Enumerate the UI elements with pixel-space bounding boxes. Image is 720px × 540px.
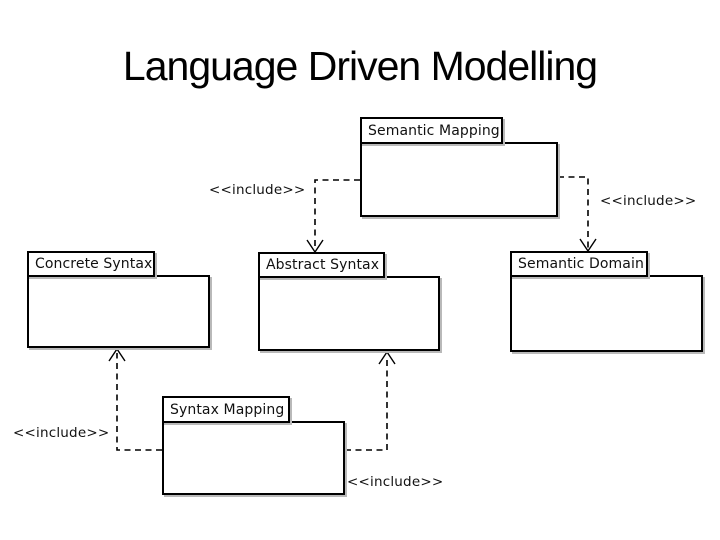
package-tab: Abstract Syntax	[258, 252, 385, 278]
open-arrowhead-icon	[579, 238, 597, 253]
package-label: Semantic Domain	[518, 256, 644, 272]
package-tab: Semantic Domain	[510, 251, 648, 277]
package-body	[510, 275, 703, 352]
slide-title: Language Driven Modelling	[122, 43, 598, 89]
package-label: Concrete Syntax	[35, 256, 153, 272]
include-stereotype-label: <<include>>	[209, 182, 306, 198]
include-stereotype-label: <<include>>	[13, 425, 110, 441]
package-tab: Syntax Mapping	[162, 396, 290, 423]
package-label: Semantic Mapping	[368, 122, 500, 139]
open-arrowhead-icon	[108, 347, 126, 362]
open-arrowhead-icon	[306, 239, 324, 254]
package-body	[360, 142, 558, 217]
package-label: Abstract Syntax	[266, 257, 380, 273]
package-body	[162, 421, 345, 495]
package-tab: Semantic Mapping	[360, 117, 503, 144]
include-stereotype-label: <<include>>	[347, 474, 444, 490]
include-stereotype-label: <<include>>	[600, 193, 697, 209]
connector-syntax-mapping-to-abstract-syntax	[345, 350, 396, 451]
package-tab: Concrete Syntax	[27, 251, 155, 277]
open-arrowhead-icon	[378, 350, 396, 365]
connector-semantic-mapping-to-semantic-domain	[558, 176, 597, 253]
connector-semantic-mapping-to-abstract-syntax	[306, 179, 360, 254]
package-body	[27, 275, 210, 348]
connector-syntax-mapping-to-concrete-syntax	[108, 347, 162, 451]
package-label: Syntax Mapping	[170, 401, 285, 418]
package-body	[258, 276, 440, 351]
